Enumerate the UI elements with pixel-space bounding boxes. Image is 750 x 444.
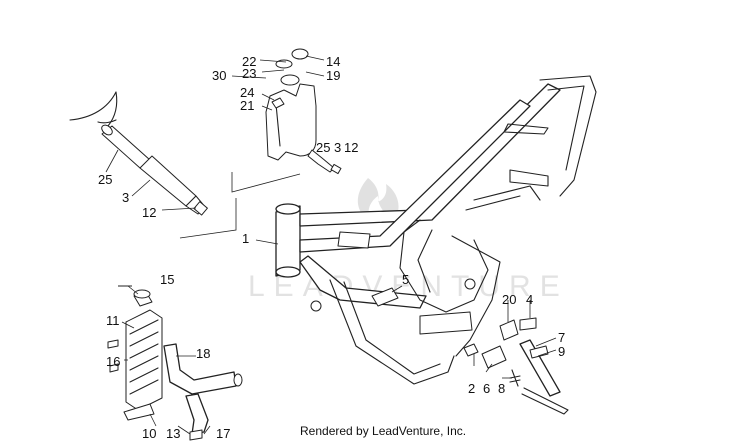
callout-13: 13 xyxy=(166,426,180,441)
callout-20: 20 xyxy=(502,292,516,307)
callout-14: 14 xyxy=(326,54,340,69)
callout-24: 24 xyxy=(240,85,254,100)
radiator-16 xyxy=(107,285,163,421)
callout-10: 10 xyxy=(142,426,156,441)
callout-9: 9 xyxy=(558,344,565,359)
footer-credit: Rendered by LeadVenture, Inc. xyxy=(300,424,467,438)
rear-footrest-parts xyxy=(463,343,521,387)
side-stand xyxy=(519,339,569,415)
callout-4: 4 xyxy=(526,292,533,307)
fuel-tank-21 xyxy=(265,48,342,175)
callout-19: 19 xyxy=(326,68,340,83)
callout-22: 22 xyxy=(242,54,256,69)
fuel-line-guide xyxy=(179,172,301,239)
callout-3-tank: 3 xyxy=(334,140,341,155)
callout-2: 2 xyxy=(468,381,475,396)
callout-30: 30 xyxy=(212,68,226,83)
callout-11: 11 xyxy=(106,313,120,328)
hose-25-left xyxy=(101,124,208,216)
callout-numbers: 1 2 3 3 4 5 6 7 8 9 10 11 12 12 13 14 15… xyxy=(98,54,565,441)
callout-5: 5 xyxy=(402,272,409,287)
callout-25-left: 25 xyxy=(98,172,112,187)
callout-12-tank: 12 xyxy=(344,140,358,155)
hose-17 xyxy=(185,393,209,441)
callout-17: 17 xyxy=(216,426,230,441)
callout-7: 7 xyxy=(558,330,565,345)
hose-18 xyxy=(163,343,243,395)
callout-6: 6 xyxy=(483,381,490,396)
callout-23: 23 xyxy=(242,66,256,81)
callout-16: 16 xyxy=(106,354,120,369)
callout-12-left: 12 xyxy=(142,205,156,220)
spacer-20 xyxy=(499,317,537,341)
bracket-5 xyxy=(371,287,399,307)
callout-3-left: 3 xyxy=(122,190,129,205)
callout-25-tank: 25 xyxy=(316,140,330,155)
frame-1 xyxy=(275,75,597,385)
tank-rear-outline xyxy=(69,91,118,127)
callout-15: 15 xyxy=(160,272,174,287)
callout-18: 18 xyxy=(196,346,210,361)
callout-8: 8 xyxy=(498,381,505,396)
callout-1: 1 xyxy=(242,231,249,246)
callout-21: 21 xyxy=(240,98,254,113)
leader-lines xyxy=(105,55,557,435)
